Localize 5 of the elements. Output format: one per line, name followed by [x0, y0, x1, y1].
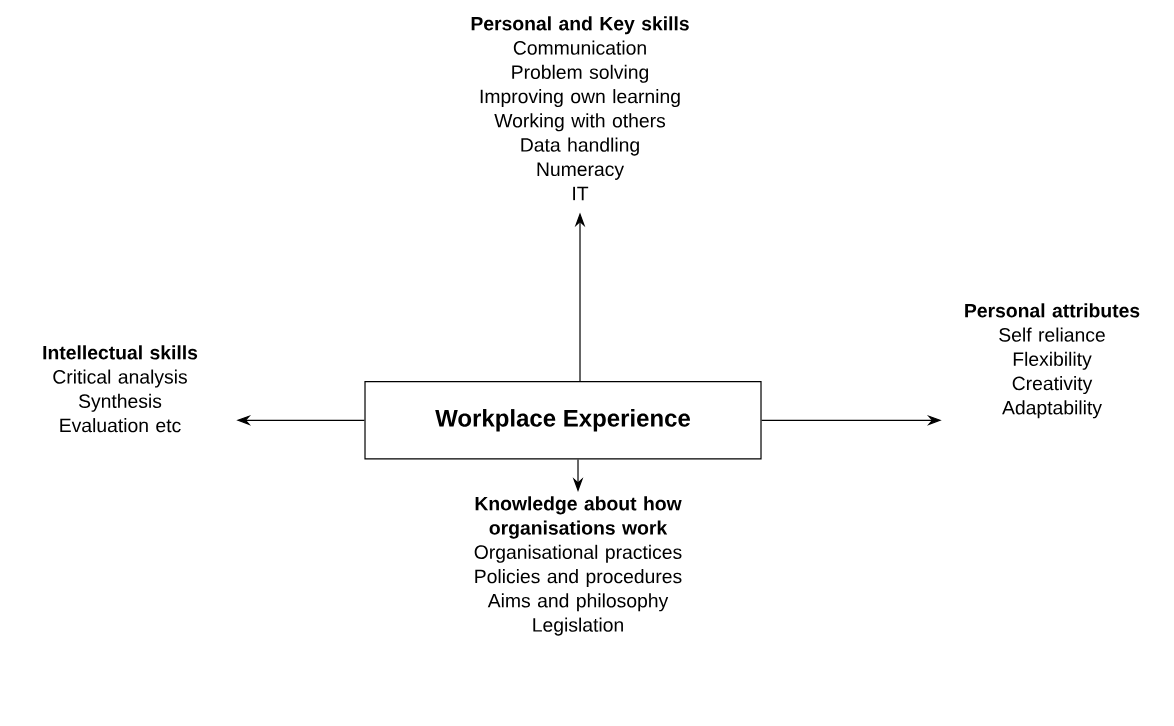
skill-list: Intellectual skills Critical analysis Synthesis Evaluation etc — [43, 345, 198, 433]
process-box: Workplace Experience — [364, 381, 762, 460]
attribute-list: Personal attributes Self reliance Flexibility Creativity Adaptability — [965, 303, 1140, 419]
skill-list: Personal and Key skills Communication Problem solving Improving own learning Working with others Data handling Numeracy IT — [471, 16, 689, 201]
knowledge-list: Knowledge about how organisations work Organisational practices Policies and procedures Aims and philosophy Legislation — [474, 496, 682, 636]
